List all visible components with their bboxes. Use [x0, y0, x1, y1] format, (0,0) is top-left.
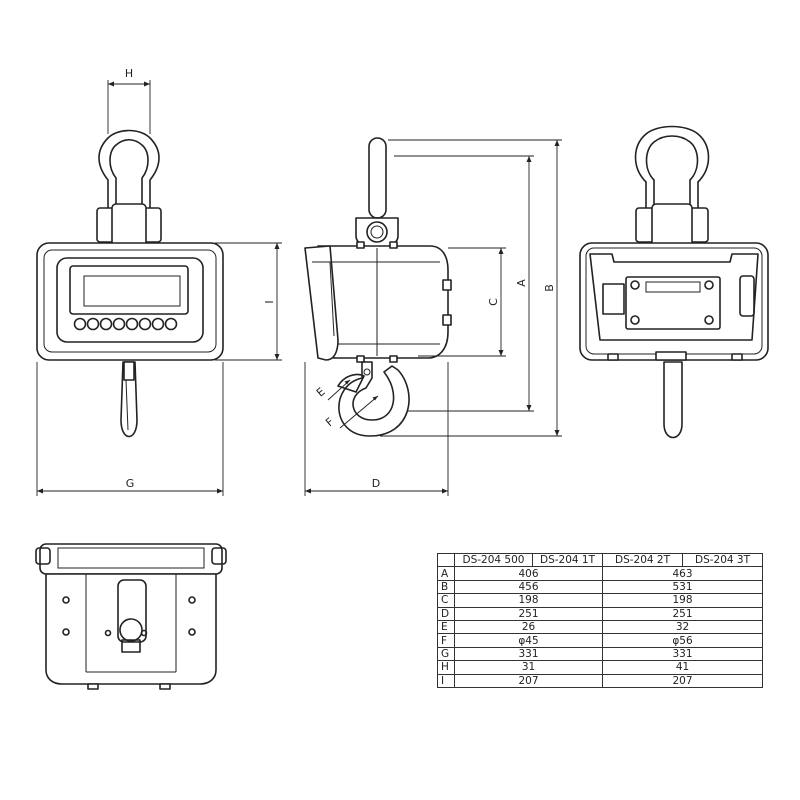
front-view: [36, 129, 224, 438]
value-small-models: φ45: [454, 633, 603, 648]
dim-label-a: A: [515, 279, 528, 287]
value-large-models: 463: [602, 566, 763, 581]
front-dimensions: H G I: [36, 67, 282, 496]
dim-label-b: B: [543, 284, 556, 292]
value-small-models: 207: [454, 673, 603, 688]
value-large-models: 198: [602, 593, 763, 608]
value-small-models: 331: [454, 646, 603, 662]
table-row: G 331 331: [437, 646, 763, 662]
table-row: B 456 531: [437, 579, 763, 595]
table-row: I 207 207: [437, 673, 763, 688]
side-view: [304, 137, 452, 437]
front-buttons: [73, 317, 178, 331]
table-row: H 31 41: [437, 660, 763, 675]
value-large-models: 32: [602, 619, 763, 635]
value-small-models: 31: [454, 660, 603, 675]
table-row: F φ45 φ56: [437, 633, 763, 648]
row-label: D: [437, 606, 455, 621]
value-large-models: 207: [602, 673, 763, 688]
row-label: F: [437, 633, 455, 648]
rear-view: [579, 125, 769, 439]
row-label: I: [437, 673, 455, 688]
spec-table-corner-cell: [437, 552, 455, 568]
spec-table-header-ds204-3t: DS-204 3T: [682, 552, 763, 568]
value-large-models: 331: [602, 646, 763, 662]
value-large-models: 41: [602, 660, 763, 675]
dim-label-i: I: [263, 300, 276, 303]
row-label: B: [437, 579, 455, 595]
spec-table-header-ds204-2t: DS-204 2T: [602, 552, 683, 568]
dim-label-c: C: [487, 298, 500, 306]
dim-label-h: H: [125, 67, 133, 80]
spec-table-header-ds204-500: DS-204 500: [454, 552, 533, 568]
spec-table: DS-204 500 DS-204 1T DS-204 2T DS-204 3T…: [437, 552, 763, 688]
value-large-models: 251: [602, 606, 763, 621]
row-label: H: [437, 660, 455, 675]
table-row: D 251 251: [437, 606, 763, 621]
row-label: A: [437, 566, 455, 581]
dim-label-f: F: [323, 415, 336, 429]
spec-table-header-ds204-1t: DS-204 1T: [532, 552, 603, 568]
value-small-models: 198: [454, 593, 603, 608]
value-small-models: 26: [454, 619, 603, 635]
dim-label-e: E: [314, 385, 328, 399]
table-row: A 406 463: [437, 566, 763, 581]
value-large-models: 531: [602, 579, 763, 595]
row-label: E: [437, 619, 455, 635]
value-small-models: 406: [454, 566, 603, 581]
dim-label-g: G: [126, 477, 135, 490]
table-row: C 198 198: [437, 593, 763, 608]
value-large-models: φ56: [602, 633, 763, 648]
value-small-models: 251: [454, 606, 603, 621]
table-row: E 26 32: [437, 619, 763, 635]
spec-table-header-row: DS-204 500 DS-204 1T DS-204 2T DS-204 3T: [437, 552, 763, 568]
dim-label-d: D: [372, 477, 380, 490]
value-small-models: 456: [454, 579, 603, 595]
row-label: G: [437, 646, 455, 662]
row-label: C: [437, 593, 455, 608]
bottom-view: [35, 543, 227, 690]
side-dimensions: C A B D E F: [304, 139, 562, 496]
